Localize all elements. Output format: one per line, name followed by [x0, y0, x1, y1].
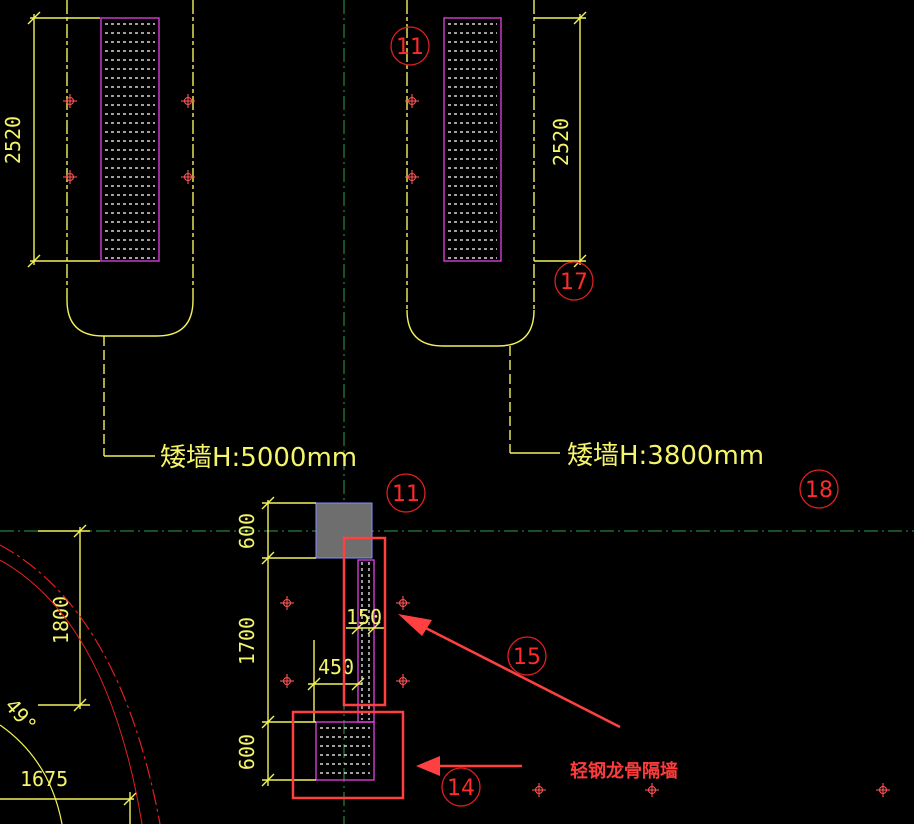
grid-bubble-18: 18	[799, 469, 839, 509]
wall-label-right: 矮墙H:3800mm	[567, 441, 764, 471]
dimension-150: 150	[346, 605, 386, 635]
svg-text:18: 18	[805, 478, 833, 503]
leader-right	[509, 346, 560, 454]
partition-top-left	[100, 17, 160, 262]
anchor-marker-icon	[405, 94, 419, 108]
grid-bubble-14: 14	[441, 767, 481, 807]
anchor-marker-icon	[532, 783, 546, 797]
dim-2520-left: 2520	[1, 116, 25, 164]
dimension-450: 450	[307, 640, 365, 722]
dimension-1800: 1800	[38, 524, 90, 712]
highlight-box-vertical	[342, 536, 387, 707]
anchor-marker-icon	[405, 170, 419, 184]
dimension-chain-left: 600 1700 600	[235, 496, 316, 787]
dim-150: 150	[346, 605, 382, 629]
dim-600-top: 600	[235, 513, 259, 549]
anchor-marker-icon	[63, 170, 77, 184]
grid-bubble-11-mid: 11	[386, 473, 426, 513]
wall-outline-right	[406, 0, 535, 347]
dimension-1675: 1675	[0, 767, 137, 824]
anchor-marker-icon	[181, 94, 195, 108]
partition-vertical-150	[357, 559, 375, 723]
dim-600-bottom: 600	[235, 734, 259, 770]
anchor-marker-icon	[280, 596, 294, 610]
anchor-marker-icon	[181, 170, 195, 184]
svg-text:11: 11	[396, 35, 424, 60]
svg-text:17: 17	[560, 270, 588, 295]
svg-text:15: 15	[513, 645, 541, 670]
dim-2520-right: 2520	[549, 118, 573, 166]
grid-bubble-17: 17	[554, 261, 594, 301]
highlight-box-bottom	[291, 710, 405, 800]
annotation-arrow-upper	[398, 614, 621, 729]
curved-ramp	[0, 544, 161, 824]
dim-1800: 1800	[49, 596, 73, 644]
anchor-marker-icon	[645, 783, 659, 797]
grid-bubble-15: 15	[507, 636, 547, 676]
anchor-marker-icon	[63, 94, 77, 108]
partition-top-right	[443, 17, 502, 262]
anchor-marker-icon	[280, 674, 294, 688]
anchor-marker-icon	[396, 674, 410, 688]
annotation-light-steel-partition: 轻钢龙骨隔墙	[570, 760, 678, 782]
dim-450: 450	[318, 655, 354, 679]
leader-left	[103, 336, 155, 457]
dimension-2520-right: 2520	[534, 11, 587, 268]
annotation-arrow-lower	[416, 756, 522, 776]
svg-text:14: 14	[447, 776, 475, 801]
wall-label-left: 矮墙H:5000mm	[160, 443, 357, 473]
dim-1700: 1700	[235, 617, 259, 665]
partition-bottom	[315, 721, 375, 781]
wall-outline-left	[66, 0, 194, 337]
grid-bubble-11-top: 11	[390, 26, 430, 66]
anchor-marker-icon	[396, 596, 410, 610]
anchor-marker-icon	[876, 783, 890, 797]
dim-1675: 1675	[20, 767, 68, 791]
dimension-2520-left: 2520	[1, 11, 100, 268]
svg-text:11: 11	[392, 482, 420, 507]
